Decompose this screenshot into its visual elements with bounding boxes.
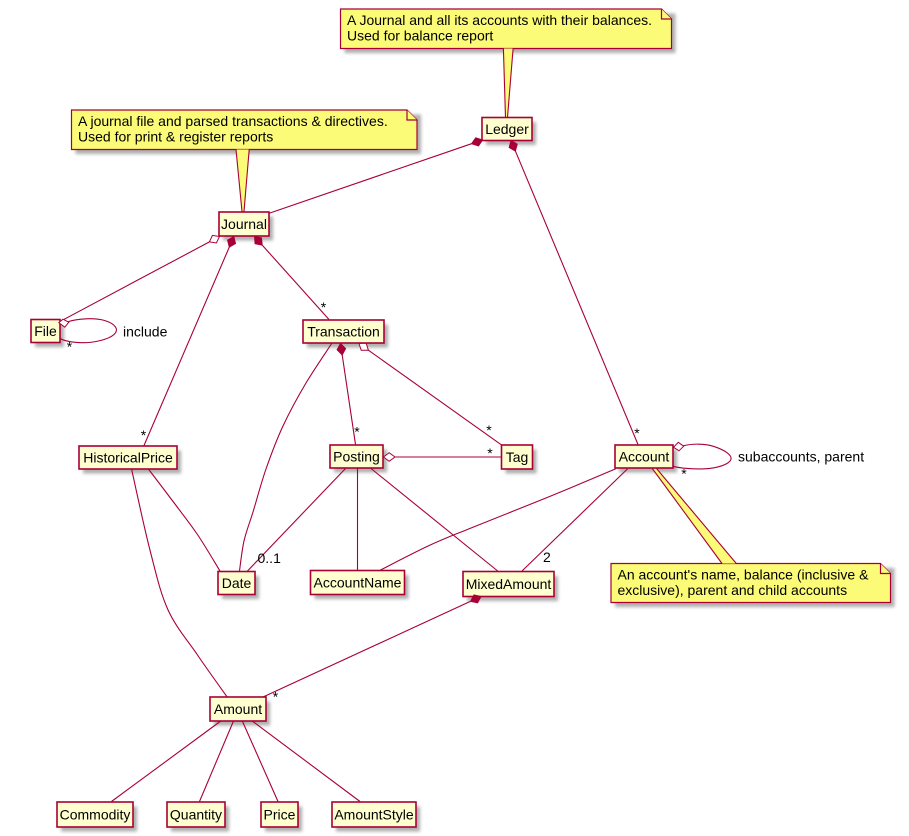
svg-text:*: * xyxy=(354,424,360,440)
svg-text:*: * xyxy=(141,427,147,443)
svg-text:Tag: Tag xyxy=(506,449,529,465)
svg-text:*: * xyxy=(321,299,327,315)
svg-text:0..1: 0..1 xyxy=(258,550,282,566)
svg-text:Posting: Posting xyxy=(333,449,380,465)
svg-text:*: * xyxy=(273,689,279,705)
svg-text:Transaction: Transaction xyxy=(307,324,380,340)
svg-text:MixedAmount: MixedAmount xyxy=(466,576,552,592)
svg-text:*: * xyxy=(634,425,640,441)
svg-text:Used for balance report: Used for balance report xyxy=(347,27,493,43)
svg-text:Quantity: Quantity xyxy=(170,807,222,823)
svg-text:subaccounts, parent: subaccounts, parent xyxy=(738,449,864,465)
svg-text:include: include xyxy=(123,324,168,340)
svg-text:Date: Date xyxy=(222,575,252,591)
svg-text:Journal: Journal xyxy=(221,216,267,232)
svg-text:AmountStyle: AmountStyle xyxy=(334,807,414,823)
svg-text:Commodity: Commodity xyxy=(60,807,131,823)
svg-text:2: 2 xyxy=(543,549,551,565)
svg-text:Account: Account xyxy=(619,449,670,465)
svg-text:*: * xyxy=(67,339,73,355)
svg-text:Price: Price xyxy=(264,807,296,823)
svg-text:*: * xyxy=(681,466,687,482)
svg-text:exclusive), parent and child a: exclusive), parent and child accounts xyxy=(618,582,848,598)
svg-text:HistoricalPrice: HistoricalPrice xyxy=(83,450,173,466)
svg-text:*: * xyxy=(486,422,492,438)
svg-text:Ledger: Ledger xyxy=(485,121,529,137)
svg-text:*: * xyxy=(487,445,493,461)
svg-text:AccountName: AccountName xyxy=(314,575,402,591)
svg-text:File: File xyxy=(34,323,57,339)
svg-text:Used for print & register repo: Used for print & register reports xyxy=(78,128,273,144)
svg-text:An account's name, balance (in: An account's name, balance (inclusive & xyxy=(618,567,870,583)
svg-text:Amount: Amount xyxy=(214,701,262,717)
svg-text:A Journal and all its accounts: A Journal and all its accounts with thei… xyxy=(347,12,652,28)
svg-text:A journal file and parsed tran: A journal file and parsed transactions &… xyxy=(78,113,388,129)
